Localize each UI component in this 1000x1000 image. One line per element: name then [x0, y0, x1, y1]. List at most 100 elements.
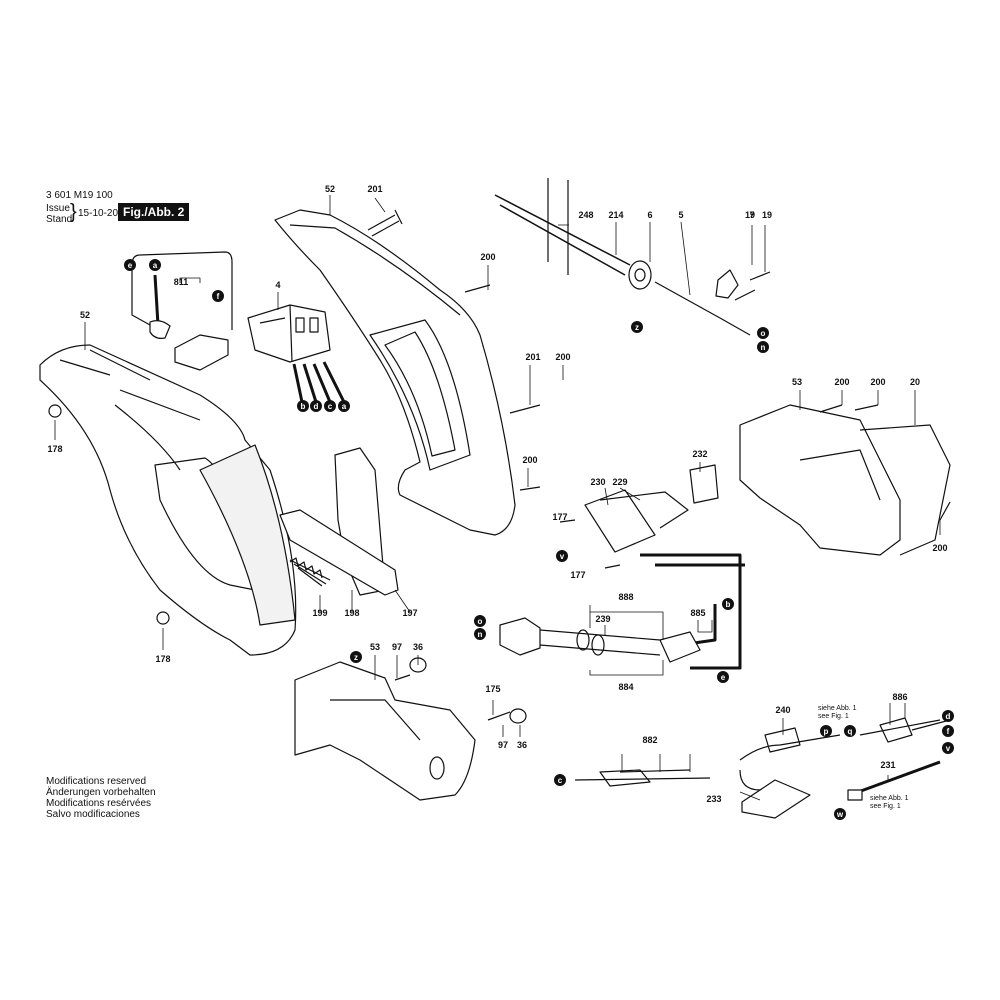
part-callout-240: 240 — [775, 705, 790, 715]
part-callout-233: 233 — [706, 794, 721, 804]
part-callout-177a: 177 — [552, 512, 567, 522]
connector-d-4: d — [310, 400, 322, 412]
part-callout-52a: 52 — [325, 184, 335, 194]
svg-text:b: b — [726, 600, 731, 609]
part-callout-97a: 97 — [392, 642, 402, 652]
part-callout-197: 197 — [402, 608, 417, 618]
svg-text:c: c — [558, 776, 563, 785]
connector-e-14: e — [717, 671, 729, 683]
part-callout-200d: 200 — [870, 377, 885, 387]
figure-label: Fig./Abb. 2 — [118, 203, 190, 221]
svg-text:v: v — [560, 552, 565, 561]
electronics — [584, 464, 719, 553]
svg-text:z: z — [354, 653, 358, 662]
part-callout-5: 5 — [678, 210, 683, 220]
connector-o-8: o — [757, 327, 769, 339]
connector-n-9: n — [757, 341, 769, 353]
svg-text:v: v — [946, 744, 951, 753]
motor-housing-upper — [739, 404, 951, 556]
part-callout-200f: 200 — [522, 455, 537, 465]
part-callout-885: 885 — [690, 608, 705, 618]
svg-text:c: c — [328, 402, 333, 411]
part-callout-884: 884 — [618, 682, 633, 692]
note-fr: Modifications resérvées — [46, 798, 152, 809]
part-number: 3 601 M19 100 — [46, 190, 113, 201]
handle-half-right — [274, 209, 516, 536]
brace: } — [70, 201, 77, 223]
ref-en-bottom: see Fig. 1 — [870, 803, 901, 810]
issue-date: 15-10-20 — [78, 208, 119, 219]
svg-text:f: f — [947, 727, 950, 736]
svg-text:q: q — [848, 727, 853, 736]
connector-p-16: p — [820, 725, 832, 737]
connector-a-1: a — [149, 259, 161, 271]
note-es: Salvo modificaciones — [46, 809, 140, 820]
switch-block — [247, 304, 331, 363]
connector-w-22: w — [834, 808, 846, 820]
connector-z-7: z — [631, 321, 643, 333]
connector-e-0: e — [124, 259, 136, 271]
stand-label: Stand — [46, 214, 73, 225]
part-callout-199: 199 — [312, 608, 327, 618]
wire-harness — [499, 617, 701, 663]
part-callout-53a: 53 — [792, 377, 802, 387]
note-en: Modifications reserved — [46, 776, 147, 787]
part-callout-888: 888 — [618, 592, 633, 602]
part-callout-214: 214 — [608, 210, 623, 220]
connector-v-20: v — [942, 742, 954, 754]
lower-wiring — [574, 717, 951, 819]
part-callout-97b: 97 — [498, 740, 508, 750]
rod-assembly — [494, 178, 751, 336]
part-callout-36b: 36 — [517, 740, 527, 750]
issue-label: Issue — [46, 203, 70, 214]
connector-f-2: f — [212, 290, 224, 302]
note-de: Änderungen vorbehalten — [46, 787, 156, 798]
part-callout-231: 231 — [880, 760, 895, 770]
svg-text:n: n — [478, 630, 483, 639]
part-callout-178b: 178 — [155, 654, 170, 664]
motor-housing-lower — [294, 661, 476, 801]
part-callout-200a: 200 — [480, 252, 495, 262]
screws — [367, 209, 951, 721]
svg-text:e: e — [721, 673, 726, 682]
part-callout-232: 232 — [692, 449, 707, 459]
svg-text:n: n — [761, 343, 766, 352]
svg-text:d: d — [946, 712, 951, 721]
connector-v-10: v — [556, 550, 568, 562]
ref-de-bottom: siehe Abb. 1 — [870, 795, 909, 802]
part-callout-200b: 200 — [555, 352, 570, 362]
part-callout-19b: 19 — [762, 210, 772, 220]
connector-b-3: b — [297, 400, 309, 412]
part-callout-198: 198 — [344, 608, 359, 618]
part-callout-53b: 53 — [370, 642, 380, 652]
cord-guide — [131, 251, 233, 371]
connector-c-21: c — [554, 774, 566, 786]
part-callout-52b: 52 — [80, 310, 90, 320]
svg-text:o: o — [761, 329, 766, 338]
trigger-assembly — [279, 447, 399, 596]
part-callout-882: 882 — [642, 735, 657, 745]
connector-a-6: a — [338, 400, 350, 412]
svg-text:w: w — [836, 810, 844, 819]
connector-o-12: o — [474, 615, 486, 627]
part-callout-239: 239 — [595, 614, 610, 624]
part-callout-886: 886 — [892, 692, 907, 702]
svg-text:z: z — [635, 323, 639, 332]
ref-de-top: siehe Abb. 1 — [818, 705, 857, 712]
part-callout-4: 4 — [275, 280, 280, 290]
part-callout-178a: 178 — [47, 444, 62, 454]
part-callout-36a: 36 — [413, 642, 423, 652]
leader-lines — [54, 195, 941, 801]
part-callout-6: 6 — [647, 210, 652, 220]
svg-text:o: o — [478, 617, 483, 626]
connector-q-17: q — [844, 725, 856, 737]
part-callout-19a: 19 — [745, 210, 755, 220]
part-callout-177b: 177 — [570, 570, 585, 580]
svg-text:f: f — [217, 292, 220, 301]
part-callout-20: 20 — [910, 377, 920, 387]
svg-text:d: d — [314, 402, 319, 411]
part-callout-229: 229 — [612, 477, 627, 487]
connector-c-5: c — [324, 400, 336, 412]
svg-text:e: e — [128, 261, 133, 270]
part-callout-201b: 201 — [525, 352, 540, 362]
